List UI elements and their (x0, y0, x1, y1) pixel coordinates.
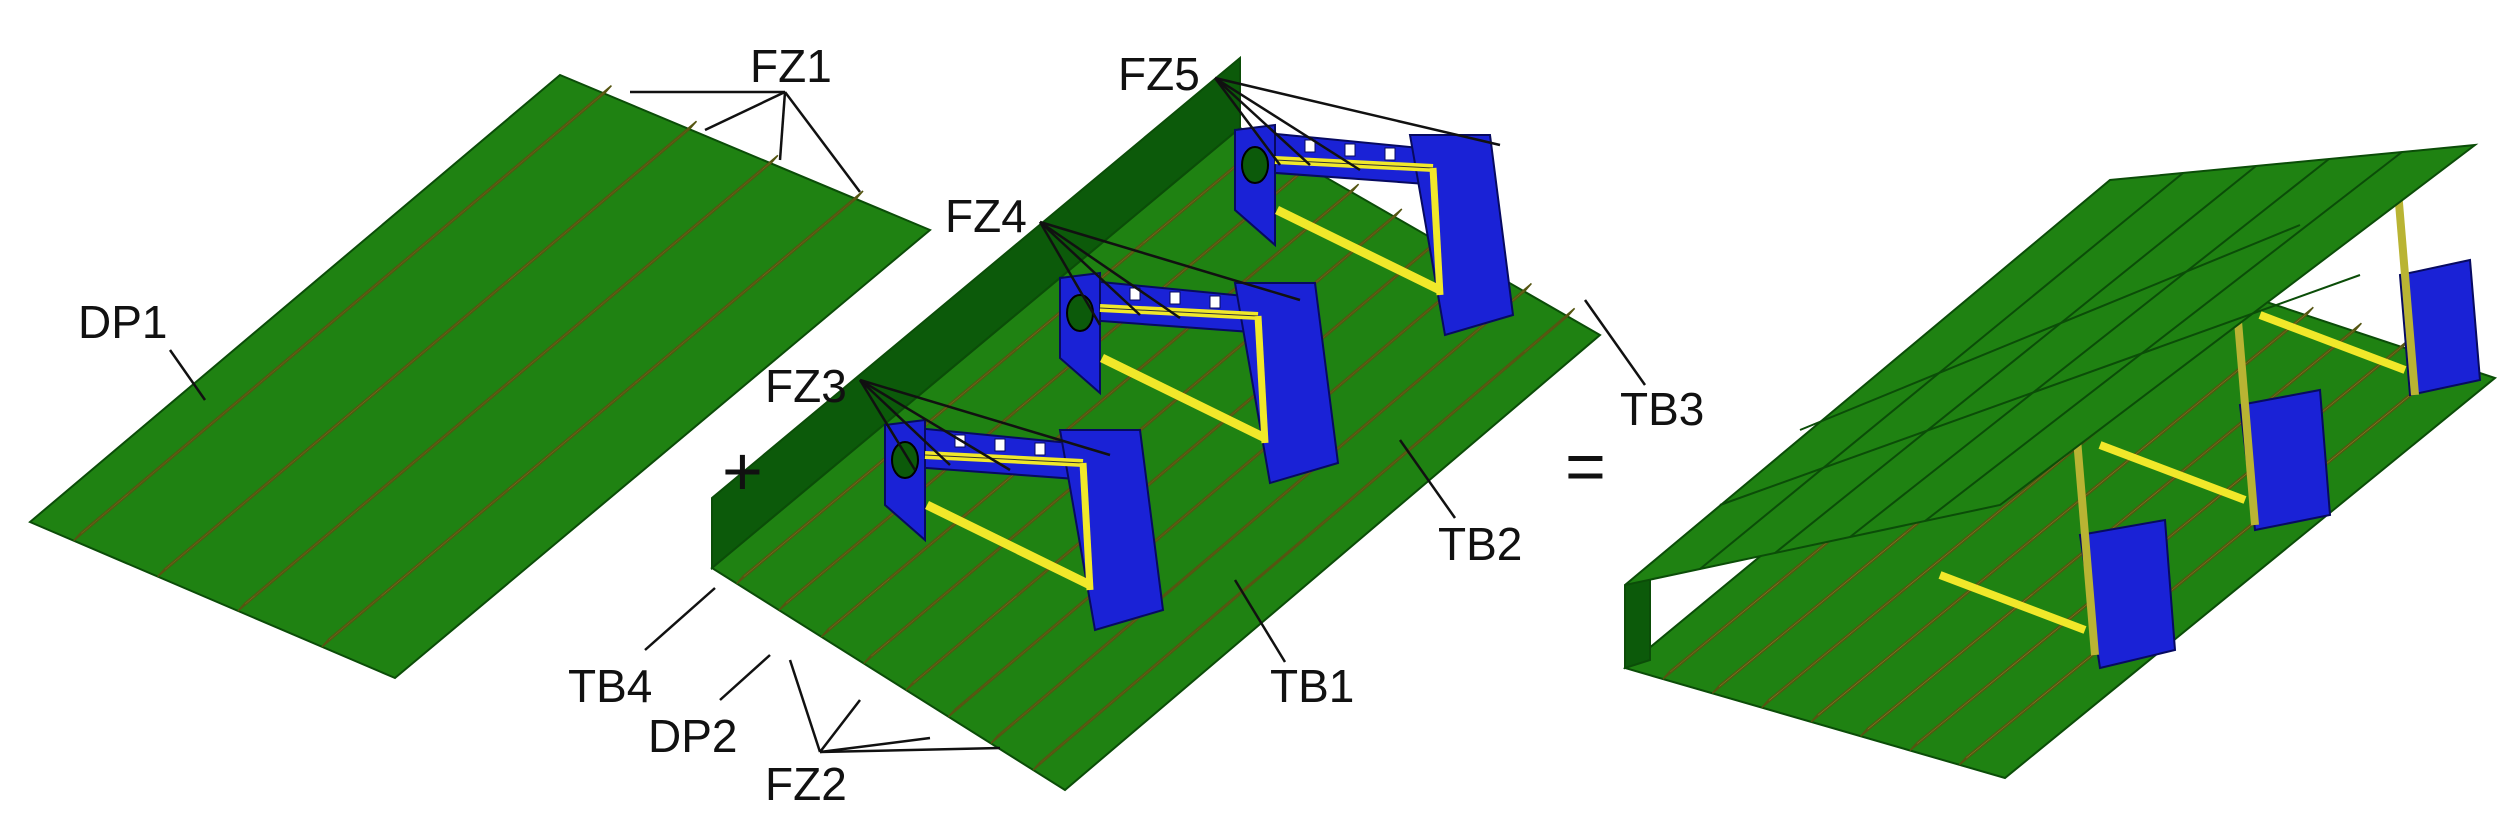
leader-fz1-4 (784, 91, 861, 193)
fz1-stiffener-4 (321, 190, 864, 648)
leader-tb3-18 (1583, 299, 1647, 386)
tb3-upper-rod-edge (1274, 159, 1434, 169)
asm-top-seam-4 (1924, 151, 2403, 522)
asm-base-stiffener-4 (1810, 306, 2314, 723)
asm-rod-1 (1938, 571, 2087, 634)
tb3-notch-1 (1304, 139, 1316, 153)
leader-fz2-26 (819, 746, 1001, 754)
leader-tb2-19 (1398, 439, 1457, 519)
fz2-stiffener-7 (990, 282, 1532, 744)
tb1-lightening-hole (891, 441, 919, 479)
tb3-notch-2 (1344, 143, 1356, 157)
asm-rod-2 (2098, 441, 2247, 504)
label-fz2: FZ2 (765, 758, 847, 810)
leader-fz2-24 (819, 699, 861, 753)
asm-bulkhead-3 (2398, 258, 2482, 397)
label-fz3: FZ3 (765, 360, 847, 412)
tb2-lower-rod (1100, 353, 1267, 443)
leader-fz4-10 (1038, 221, 1102, 326)
assembled-top-seams (1699, 151, 2403, 570)
leader-fz2-23 (788, 659, 822, 753)
tb1-upper-rod-edge (924, 454, 1084, 464)
leader-tb4-21 (644, 587, 716, 651)
dp1-plate (28, 73, 932, 680)
leader-fz4-12 (1039, 220, 1181, 320)
label-fz1: FZ1 (750, 40, 832, 92)
dp1-panel-assembly (28, 73, 932, 680)
leader-lines (168, 76, 1647, 754)
leader-fz3-17 (859, 378, 1111, 457)
label-fz5: FZ5 (1118, 48, 1200, 100)
equals-operator: = (1565, 427, 1606, 505)
tb3-notch-3 (1384, 147, 1396, 161)
bulkhead-tb1 (884, 418, 1165, 632)
tb3-lightening-hole (1241, 146, 1269, 184)
tb2-notch-2 (1169, 291, 1181, 305)
leader-fz4-13 (1039, 220, 1301, 302)
leader-tb1-20 (1233, 579, 1287, 663)
asm-top-cross-seam-2 (1799, 224, 2301, 431)
label-fz4: FZ4 (945, 190, 1027, 242)
leader-fz1-3 (778, 91, 787, 161)
tb1-lower-rod (925, 500, 1092, 590)
tb1-vertical-rod (1079, 462, 1094, 591)
fz1-stiffeners (73, 85, 864, 648)
asm-top-seam-3 (1849, 158, 2330, 538)
tb3-lower-rod (1275, 205, 1442, 295)
leader-fz3-15 (859, 379, 951, 466)
fz1-stiffener-3 (237, 154, 779, 612)
leader-fz2-25 (819, 736, 931, 754)
assembled-bulkheads (1938, 154, 2482, 670)
asm-rod-3 (2258, 311, 2407, 374)
tb3-vertical-rod (1429, 167, 1444, 296)
dp2-panel-assembly (710, 55, 1602, 792)
asm-top-cross-seam-1 (1719, 274, 2361, 506)
label-tb1: TB1 (1270, 660, 1354, 712)
fz1-stiffener-1 (73, 85, 612, 542)
plus-operator: + (722, 432, 763, 510)
label-tb4: TB4 (568, 660, 652, 712)
leader-fz5-9 (1214, 76, 1501, 147)
tb1-notch-2 (994, 438, 1006, 452)
tb2-upper-rod-edge (1099, 307, 1259, 317)
assembled-structure (1622, 143, 2498, 780)
tb1-notch-3 (1034, 442, 1046, 456)
assembled-top-plate (1624, 143, 2479, 586)
fz1-stiffener-2 (157, 120, 698, 578)
tb2-lightening-hole (1066, 294, 1094, 332)
label-dp1: DP1 (78, 296, 167, 348)
fz2-stiffener-8 (1032, 307, 1576, 771)
tb2-vertical-rod (1254, 315, 1269, 444)
leader-fz3-16 (859, 378, 1011, 472)
leader-dp1-5 (168, 349, 207, 401)
asm-post-1 (2071, 414, 2099, 656)
assembled-end-wall (1624, 573, 1651, 670)
dp2-plate (710, 126, 1602, 792)
label-tb3: TB3 (1620, 383, 1704, 435)
leader-dp2-22 (719, 654, 771, 701)
tb2-notch-3 (1209, 295, 1221, 309)
asm-top-seam-2 (1774, 165, 2257, 554)
leader-fz4-11 (1039, 221, 1141, 316)
label-tb2: TB2 (1438, 518, 1522, 570)
leader-fz5-6 (1213, 77, 1282, 166)
leader-fz1-2 (704, 90, 786, 132)
leader-fz5-8 (1214, 76, 1361, 172)
leader-fz3-14 (858, 379, 917, 471)
label-dp2: DP2 (648, 710, 737, 762)
leader-fz5-7 (1214, 77, 1311, 166)
